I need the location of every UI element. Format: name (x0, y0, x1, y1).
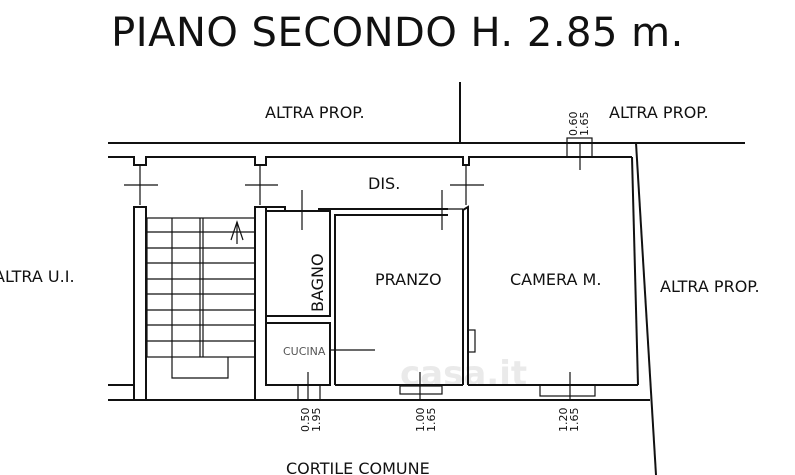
label-cortile-comune: CORTILE COMUNE (286, 459, 430, 475)
boundary-right (635, 142, 657, 475)
window-dim-camera-height: 1.65 (568, 408, 581, 433)
door-markers (124, 143, 581, 351)
plan-title: PIANO SECONDO H. 2.85 m. (111, 10, 684, 56)
wall-right (631, 156, 639, 386)
window-dim-top-height: 1.65 (578, 112, 591, 137)
label-altra-prop-top-right: ALTRA PROP. (609, 103, 709, 122)
wall-top (108, 156, 632, 166)
window-dim-pranzo-height: 1.65 (425, 408, 438, 433)
wall-pranzo-camera (462, 205, 469, 385)
label-altra-ui: ALTRA U.I. (0, 267, 75, 286)
wall-pranzo-left (334, 214, 448, 385)
wall-seg (266, 206, 286, 211)
room-label-bagno: BAGNO (308, 253, 327, 312)
window-dim-camera-width: 1.20 (557, 408, 570, 433)
wall-left (133, 206, 147, 400)
label-altra-prop-right: ALTRA PROP. (660, 277, 760, 296)
room-label-dis: DIS. (368, 174, 400, 193)
window-dim-pranzo-width: 1.00 (414, 408, 427, 433)
stairs (146, 217, 256, 379)
windows (297, 137, 596, 401)
niche (467, 329, 476, 353)
room-label-camera: CAMERA M. (510, 270, 601, 289)
window-dim-cucina-width: 0.50 (299, 408, 312, 433)
window-dim-top-width: 0.60 (567, 112, 580, 137)
arrow-up-icon (230, 220, 244, 241)
window-dim-cucina-height: 1.95 (310, 408, 323, 433)
room-label-pranzo: PRANZO (375, 270, 442, 289)
label-altra-prop-top-left: ALTRA PROP. (265, 103, 365, 122)
room-label-cucina: CUCINA (283, 345, 326, 358)
room-bagno-outline (265, 210, 331, 317)
